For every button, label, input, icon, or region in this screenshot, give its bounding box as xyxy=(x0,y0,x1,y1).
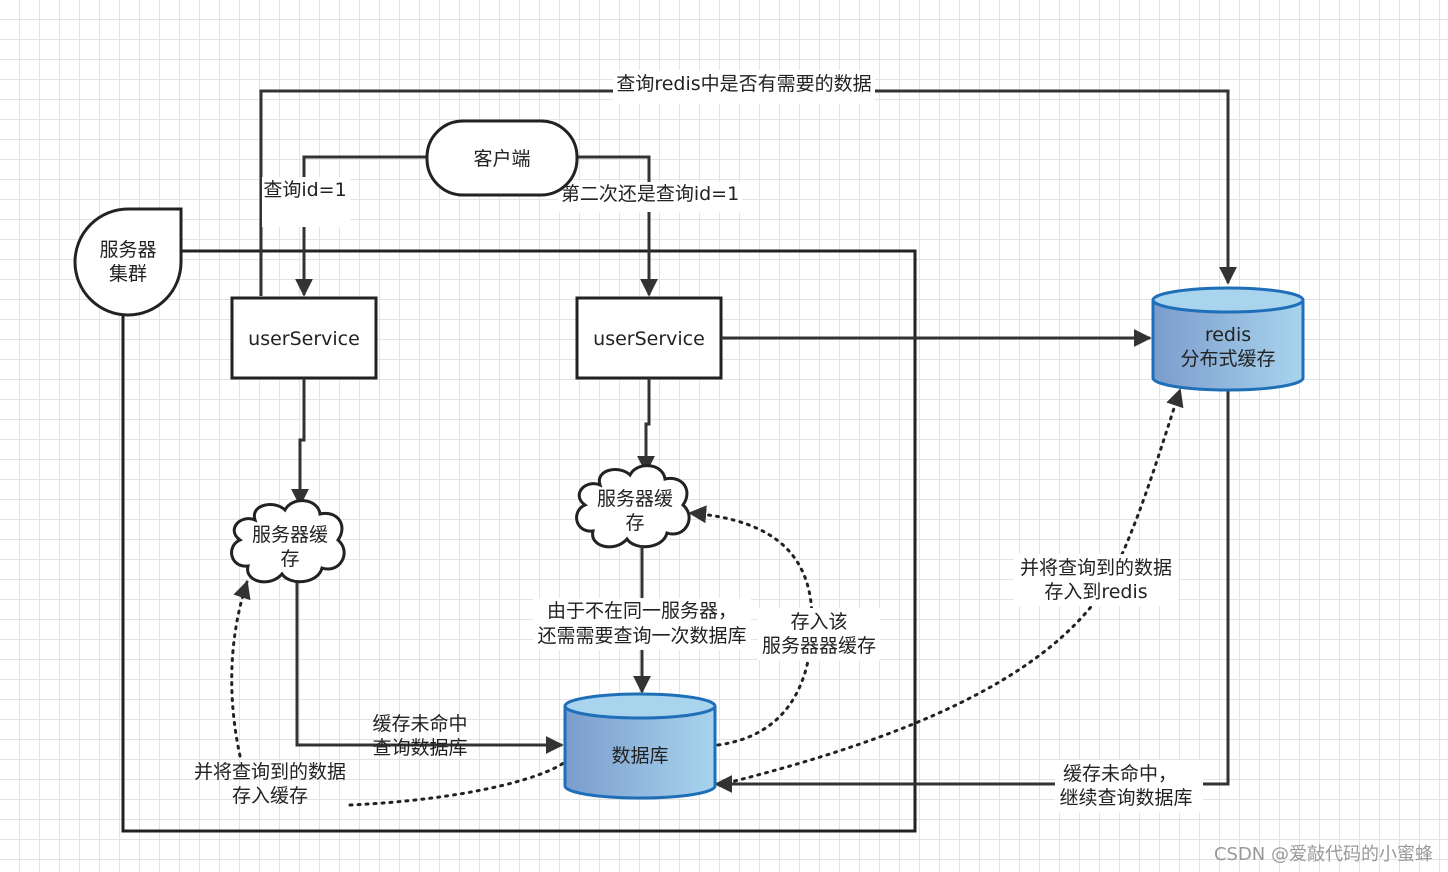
edge-query-redis xyxy=(259,89,1237,296)
edge-redis-store-label-2: 存入到redis xyxy=(1044,581,1147,603)
edge-redis-miss xyxy=(714,388,1230,793)
edge-left-store-label-1: 并将查询到的数据 xyxy=(194,761,346,783)
database-node xyxy=(563,692,717,800)
edge-left-miss-label-2: 查询数据库 xyxy=(372,737,467,759)
edge-redis-miss-label-2: 继续查询数据库 xyxy=(1059,787,1192,809)
edge-right-query-db-label-1: 由于不在同一服务器， xyxy=(547,600,737,622)
edge-right-store xyxy=(688,505,814,747)
edge-redis-miss-label-1: 缓存未命中， xyxy=(1063,763,1177,785)
cluster-tag xyxy=(73,207,183,317)
edge-left-store xyxy=(348,760,567,807)
redis-label-2: 分布式缓存 xyxy=(1180,348,1275,370)
edge-query-redis-label: 查询redis中是否有需要的数据 xyxy=(616,73,871,95)
service-right-label: userService xyxy=(593,328,705,350)
edge-service-right-cache xyxy=(637,378,655,474)
edge-right-store-label-1: 存入该 xyxy=(790,611,847,633)
cache-right-node xyxy=(575,464,691,549)
edge-redis-store-label-1: 并将查询到的数据 xyxy=(1020,557,1172,579)
database-label: 数据库 xyxy=(611,745,668,767)
cluster-label-2: 集群 xyxy=(109,263,147,285)
edge-left-store-up xyxy=(230,580,251,758)
cache-left-label-2: 存 xyxy=(280,548,299,570)
cache-right-label-1: 服务器缓 xyxy=(597,488,673,510)
edge-service-left-cache xyxy=(291,378,309,507)
edge-right-query-db-label-2: 还需需要查询一次数据库 xyxy=(537,625,746,647)
edge-left-miss-label-1: 缓存未命中 xyxy=(372,713,467,735)
client-node xyxy=(425,119,579,197)
cache-right-label-2: 存 xyxy=(625,512,644,534)
edge-left-miss xyxy=(295,583,564,754)
cluster-frame xyxy=(121,249,917,833)
watermark: CSDN @爱敲代码的小蜜蜂 xyxy=(1214,844,1433,865)
redis-label-1: redis xyxy=(1205,324,1251,346)
edge-client-left xyxy=(295,155,428,297)
edge-first-query-label: 查询id=1 xyxy=(263,179,346,201)
redis-node xyxy=(1151,286,1305,392)
edge-right-store-label-2: 服务器器缓存 xyxy=(762,635,876,657)
edge-client-right xyxy=(576,155,658,297)
edge-redis-store xyxy=(717,388,1184,787)
cache-left-node xyxy=(230,499,346,584)
service-left-node xyxy=(230,296,378,380)
edge-left-store-label-2: 存入缓存 xyxy=(232,785,308,807)
service-left-label: userService xyxy=(248,328,360,350)
cluster-label-1: 服务器 xyxy=(99,239,156,261)
edge-second-query-label: 第二次还是查询id=1 xyxy=(561,183,739,205)
client-label: 客户端 xyxy=(473,148,530,170)
cache-left-label-1: 服务器缓 xyxy=(252,524,328,546)
